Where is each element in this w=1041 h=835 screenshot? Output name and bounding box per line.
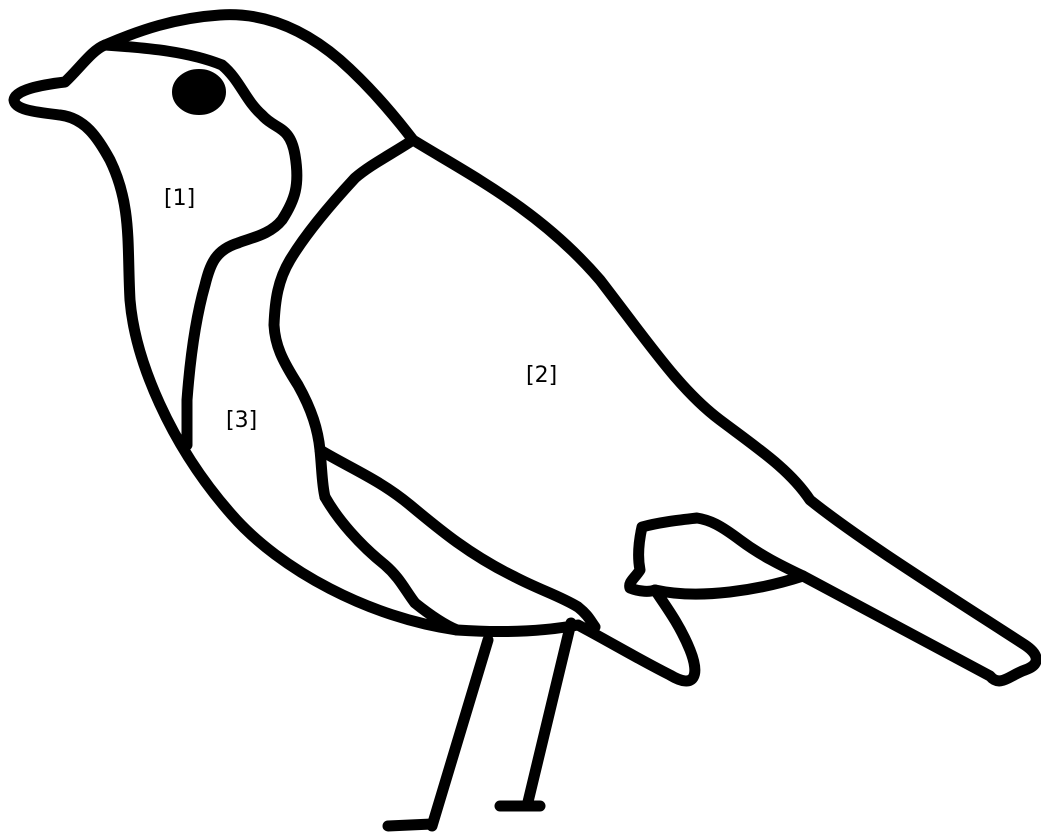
region-label-3: [3]	[226, 408, 257, 433]
region-label-2: [2]	[526, 363, 557, 388]
front-leg	[432, 640, 488, 826]
bird-eye	[174, 71, 224, 113]
front-foot	[388, 824, 432, 826]
back-leg	[527, 623, 571, 806]
region-label-1: [1]	[164, 186, 195, 211]
